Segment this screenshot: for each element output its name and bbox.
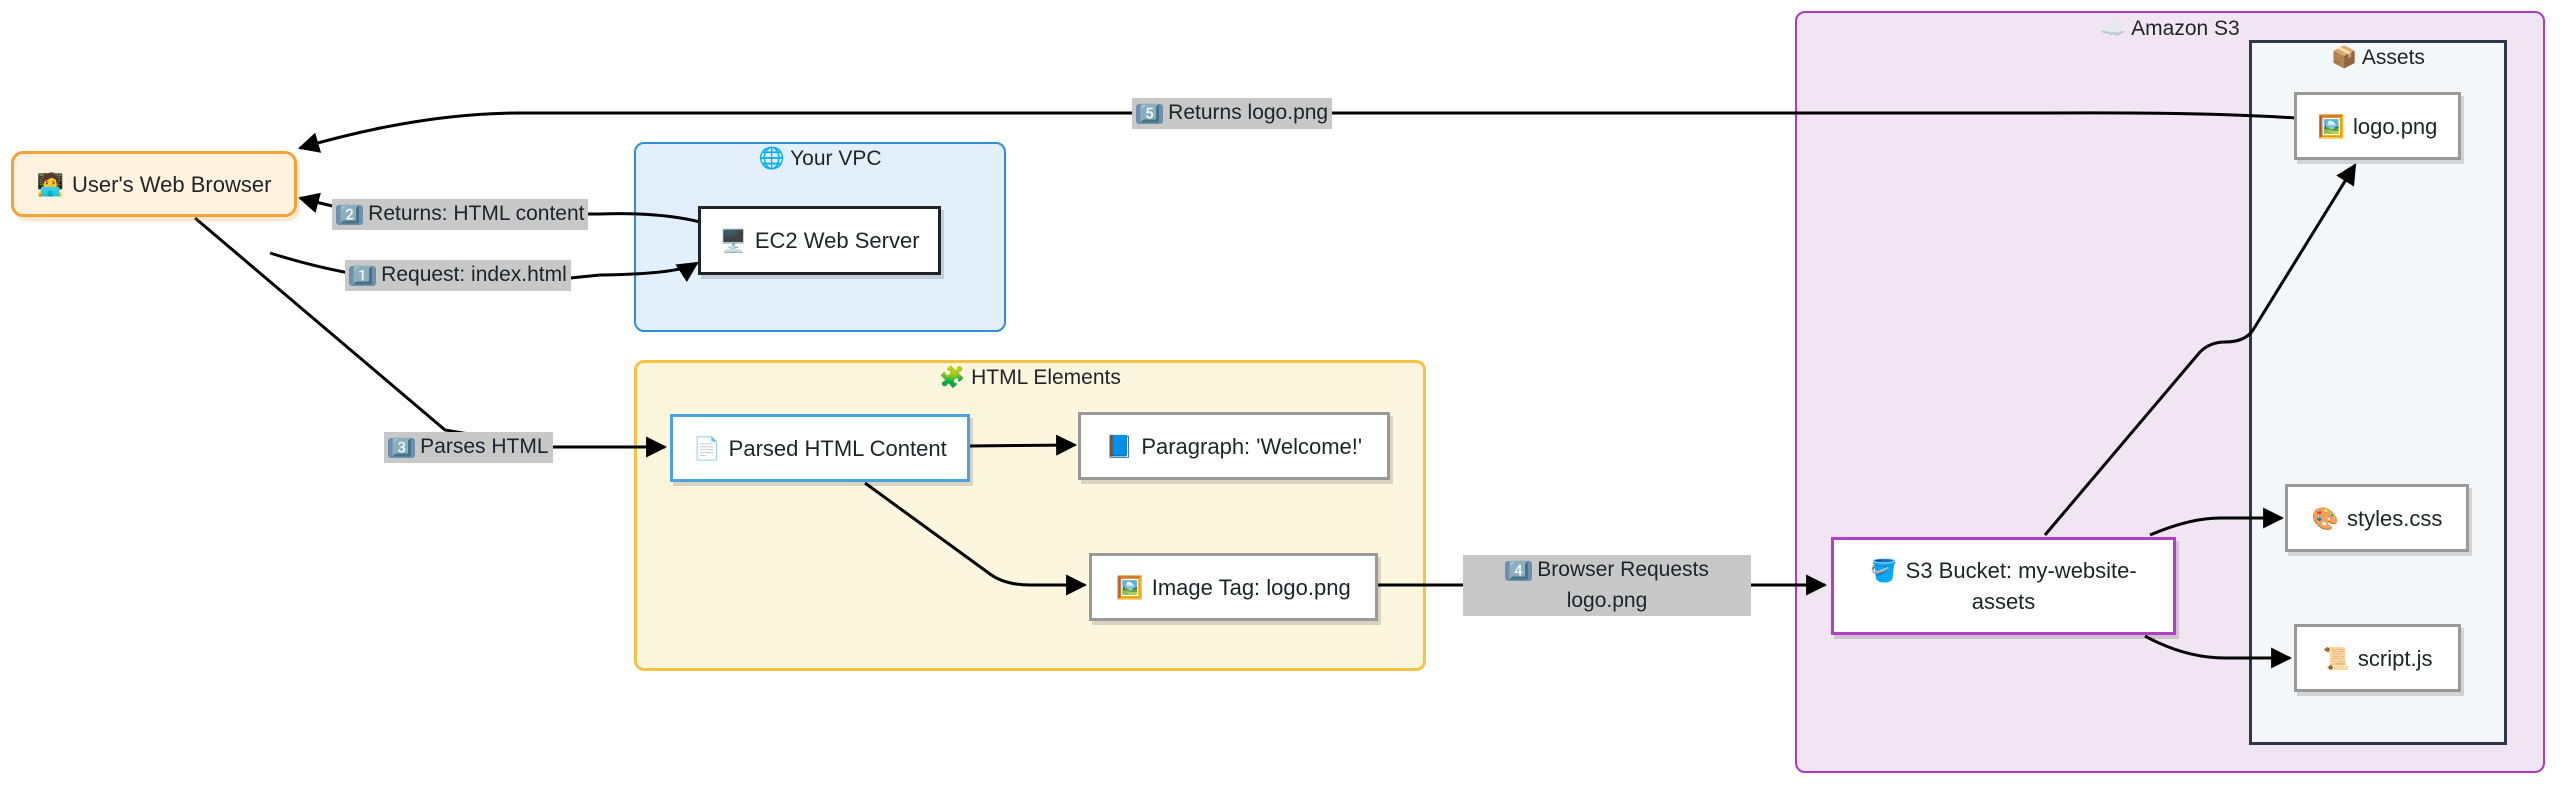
node-styles-css-label: styles.css: [2347, 505, 2443, 531]
node-logo-png-label: logo.png: [2352, 113, 2438, 139]
node-s3-bucket-label: S3 Bucket: my-website-assets: [1905, 558, 2137, 614]
assets-title-text: Assets: [2361, 46, 2425, 69]
keycap-5-icon: 5️⃣: [1136, 104, 1164, 124]
node-ec2-web-server-label: EC2 Web Server: [754, 228, 920, 253]
edge-parsed-to-paragraph: [967, 434, 1078, 456]
amazon-s3-title-text: Amazon S3: [2131, 17, 2240, 40]
node-script-js[interactable]: 📜 script.js: [2294, 624, 2461, 692]
node-parsed-html-content-label: Parsed HTML Content: [728, 435, 947, 461]
edge-bucket-to-logo: [2043, 163, 2357, 536]
puzzle-icon: 🧩: [939, 366, 966, 389]
edge-label-returns-logo: 5️⃣Returns logo.png: [1132, 98, 1333, 129]
edge-parses-html: [194, 216, 668, 458]
edge-label-returns-html: 2️⃣Returns: HTML content: [332, 199, 589, 230]
html-elements-title: 🧩 HTML Elements: [637, 366, 1423, 390]
package-icon: 📦: [2331, 46, 2358, 69]
edge-label-parses-html-text: Parses HTML: [420, 435, 549, 458]
html-elements-title-text: HTML Elements: [971, 366, 1121, 389]
desktop-icon: 🖥️: [719, 228, 747, 253]
cloud-icon: ☁️: [2100, 17, 2127, 40]
vpc-title: 🌐 Your VPC: [636, 147, 1004, 171]
edge-label-request-index-text: Request: index.html: [381, 263, 567, 286]
palette-icon: 🎨: [2311, 505, 2340, 531]
edge-label-browser-requests-logo-text: Browser Requests logo.png: [1537, 558, 1709, 612]
amazon-s3-title: ☁️ Amazon S3: [1797, 17, 2543, 41]
edge-bucket-to-script: [2144, 634, 2293, 669]
edge-bucket-to-styles: [2149, 507, 2285, 537]
edge-label-browser-requests-logo: 4️⃣Browser Requests logo.png: [1463, 555, 1751, 616]
edge-parsed-to-imagetag: [864, 481, 1088, 596]
assets-title: 📦 Assets: [2252, 46, 2504, 70]
node-paragraph-welcome[interactable]: 📘 Paragraph: 'Welcome!': [1078, 412, 1390, 480]
picture-icon: 🖼️: [1116, 574, 1144, 600]
keycap-4-icon: 4️⃣: [1505, 561, 1533, 581]
node-script-js-label: script.js: [2357, 645, 2433, 671]
node-image-tag-logo[interactable]: 🖼️ Image Tag: logo.png: [1089, 553, 1378, 621]
globe-icon: 🌐: [758, 147, 785, 170]
edge-label-returns-html-text: Returns: HTML content: [368, 202, 585, 225]
scroll-icon: 📜: [2322, 645, 2350, 671]
edge-label-returns-logo-text: Returns logo.png: [1168, 101, 1329, 124]
edge-label-request-index: 1️⃣Request: index.html: [345, 260, 571, 291]
edge-label-parses-html: 3️⃣Parses HTML: [384, 432, 553, 463]
picture-icon: 🖼️: [2317, 113, 2345, 139]
node-ec2-web-server[interactable]: 🖥️ EC2 Web Server: [698, 206, 941, 275]
page-icon: 📄: [693, 435, 721, 461]
node-image-tag-logo-label: Image Tag: logo.png: [1151, 574, 1351, 600]
edge-returns-html: [297, 192, 701, 224]
html-elements-group: 🧩 HTML Elements: [634, 360, 1426, 671]
node-parsed-html-content[interactable]: 📄 Parsed HTML Content: [670, 414, 970, 482]
node-styles-css[interactable]: 🎨 styles.css: [2285, 484, 2469, 552]
node-s3-bucket-label-wrap: 🪣 S3 Bucket: my-website-assets: [1856, 555, 2151, 617]
keycap-1-icon: 1️⃣: [349, 266, 377, 286]
node-s3-bucket[interactable]: 🪣 S3 Bucket: my-website-assets: [1831, 537, 2176, 635]
technologist-icon: 🧑‍💻: [36, 171, 64, 197]
blue-book-icon: 📘: [1105, 433, 1134, 459]
node-logo-png[interactable]: 🖼️ logo.png: [2294, 92, 2461, 160]
keycap-3-icon: 3️⃣: [388, 438, 416, 458]
vpc-title-text: Your VPC: [790, 147, 882, 170]
edge-returns-logo: [297, 111, 2297, 153]
bucket-icon: 🪣: [1870, 558, 1898, 583]
keycap-2-icon: 2️⃣: [336, 205, 364, 225]
node-paragraph-welcome-label: Paragraph: 'Welcome!': [1141, 433, 1363, 459]
node-users-web-browser[interactable]: 🧑‍💻 User's Web Browser: [11, 151, 297, 217]
node-users-web-browser-label: User's Web Browser: [72, 171, 272, 197]
